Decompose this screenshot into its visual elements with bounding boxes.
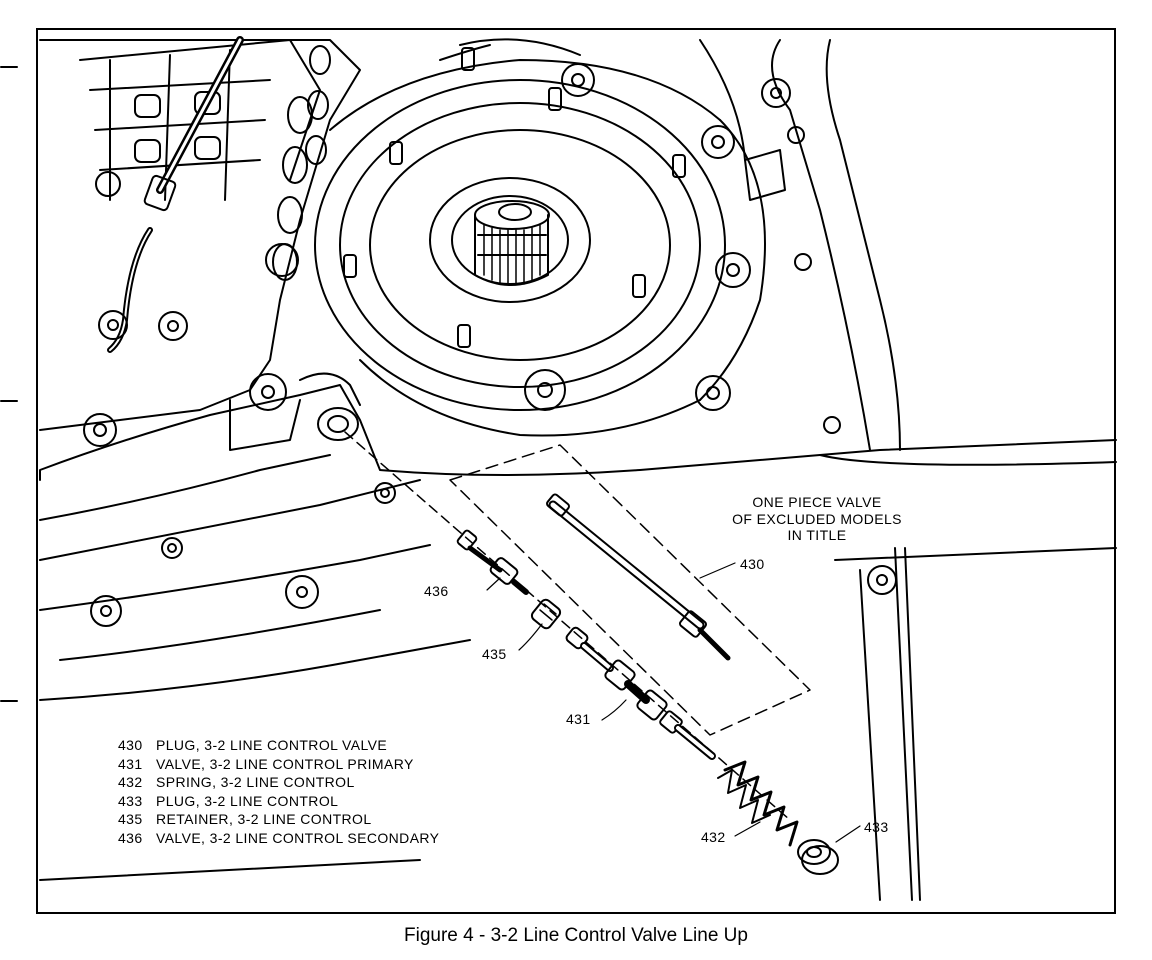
callout-436: 436 [424,583,449,599]
legend-number: 435 [118,811,143,827]
valve-bore [229,372,361,451]
valve-431 [565,626,716,760]
plug-433 [797,839,839,875]
legend-number: 436 [118,829,143,846]
legend-number: 431 [118,755,143,772]
legend-row: 433 PLUG, 3-2 LINE CONTROL [118,792,439,811]
case-right [439,38,1117,901]
legend-description: RETAINER, 3-2 LINE CONTROL [156,811,372,827]
callout-431: 431 [566,711,591,727]
valve-body-housing [39,36,1117,881]
legend-description: VALVE, 3-2 LINE CONTROL SECONDARY [156,829,440,846]
leader-436 [486,577,501,591]
legend-description: PLUG, 3-2 LINE CONTROL VALVE [156,737,388,753]
margin-mark [0,700,18,702]
note-line: IN TITLE [787,527,847,543]
leader-433 [835,825,861,843]
legend-number: 433 [118,792,143,809]
leader-432 [734,821,761,837]
retainer-435 [530,598,562,630]
bolts [83,63,897,627]
installation-centerline [344,431,791,821]
callout-432: 432 [701,829,726,845]
legend-row: 430 PLUG, 3-2 LINE CONTROL VALVE [118,736,439,755]
studs [343,47,686,348]
legend-row: 435 RETAINER, 3-2 LINE CONTROL [118,810,439,829]
note-line: OF EXCLUDED MODELS [732,510,902,527]
one-piece-valve-430 [546,493,731,661]
callout-430: 430 [740,556,765,572]
callout-435: 435 [482,646,507,662]
pump-cover [314,59,766,437]
one-piece-valve-note: ONE PIECE VALVE OF EXCLUDED MODELS IN TI… [697,494,937,544]
leader-430 [699,562,736,579]
leader-431 [601,699,627,721]
leader-435 [518,623,543,651]
leader-lines [486,562,861,843]
spring-432 [717,760,799,847]
legend-row: 432 SPRING, 3-2 LINE CONTROL [118,773,439,792]
valve-436 [456,529,529,595]
margin-mark [0,66,18,68]
legend-number: 432 [118,774,143,790]
callout-433: 433 [864,819,889,835]
one-piece-valve-box [449,444,811,736]
legend-description: SPRING, 3-2 LINE CONTROL [156,774,355,790]
figure-frame [36,28,1116,914]
margin-mark [0,400,18,402]
legend-row: 436 VALVE, 3-2 LINE CONTROL SECONDARY [118,829,439,848]
legend-number: 430 [118,737,143,753]
legend-row: 431 VALVE, 3-2 LINE CONTROL PRIMARY [118,755,439,774]
figure-caption: Figure 4 - 3-2 Line Control Valve Line U… [404,925,748,946]
legend-description: VALVE, 3-2 LINE CONTROL PRIMARY [156,755,414,772]
legend-description: PLUG, 3-2 LINE CONTROL [156,792,339,809]
note-line: ONE PIECE VALVE [752,494,882,510]
